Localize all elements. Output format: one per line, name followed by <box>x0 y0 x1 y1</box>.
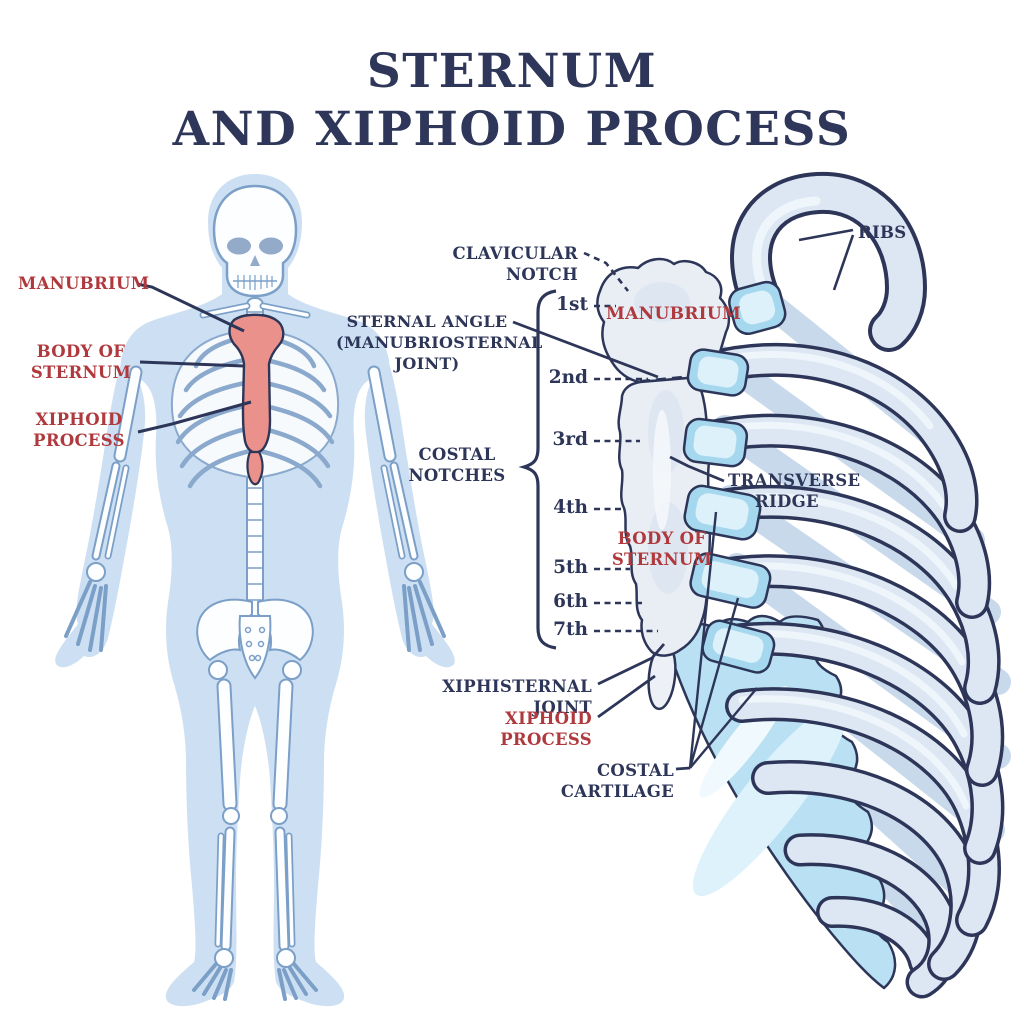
label-manubrium-detail: MANUBRIUM <box>606 304 742 324</box>
xiphoid-highlight <box>246 450 264 486</box>
arm-bones <box>64 365 446 652</box>
label-ribs: RIBS <box>858 223 907 242</box>
ribcage-illustration <box>596 171 1011 999</box>
leader-lines <box>136 228 855 771</box>
label-costal-notches: COSTAL NOTCHES <box>408 445 506 486</box>
tick-6th: 6th <box>553 591 588 612</box>
page-title-line2: AND XIPHOID PROCESS <box>172 102 852 157</box>
skull <box>212 184 298 298</box>
tick-1st: 1st <box>556 294 588 315</box>
pelvis <box>196 598 314 680</box>
page-title-line1: STERNUM <box>366 44 658 99</box>
costal-cartilage-segments <box>682 280 787 674</box>
leg-bones <box>192 678 318 1001</box>
label-xiphoid-process-detail: XIPHOID PROCESS <box>500 709 592 750</box>
label-transverse-ridge: TRANSVERSE RIDGE <box>728 471 861 512</box>
label-left-xiphoid-process: XIPHOID PROCESS <box>33 410 125 451</box>
ribs-front <box>691 171 1005 999</box>
label-left-body-of-sternum: BODY OF STERNUM <box>30 342 132 383</box>
sternum-highlight <box>228 313 285 486</box>
label-body-of-sternum-detail: BODY OF STERNUM <box>611 529 713 570</box>
tick-4th: 4th <box>553 497 588 518</box>
tick-5th: 5th <box>553 557 588 578</box>
tick-7th: 7th <box>553 619 588 640</box>
tick-3rd: 3rd <box>552 429 588 450</box>
skeleton-illustration <box>55 174 455 1007</box>
label-clavicular-notch: CLAVICULAR NOTCH <box>452 244 578 285</box>
label-xiphisternal-joint: XIPHISTERNAL JOINT <box>442 677 592 718</box>
eye-socket-right <box>259 237 283 255</box>
costal-notches-brace <box>518 289 557 650</box>
label-left-manubrium: MANUBRIUM <box>18 274 150 293</box>
tick-2nd: 2nd <box>548 367 588 388</box>
nasal-opening <box>250 255 260 266</box>
label-sternal-angle: STERNAL ANGLE (MANUBRIOSTERNAL JOINT) <box>336 312 543 373</box>
eye-socket-left <box>227 237 251 255</box>
label-costal-cartilage: COSTAL CARTILAGE <box>560 761 674 802</box>
sternal-angle-seam <box>639 375 691 382</box>
